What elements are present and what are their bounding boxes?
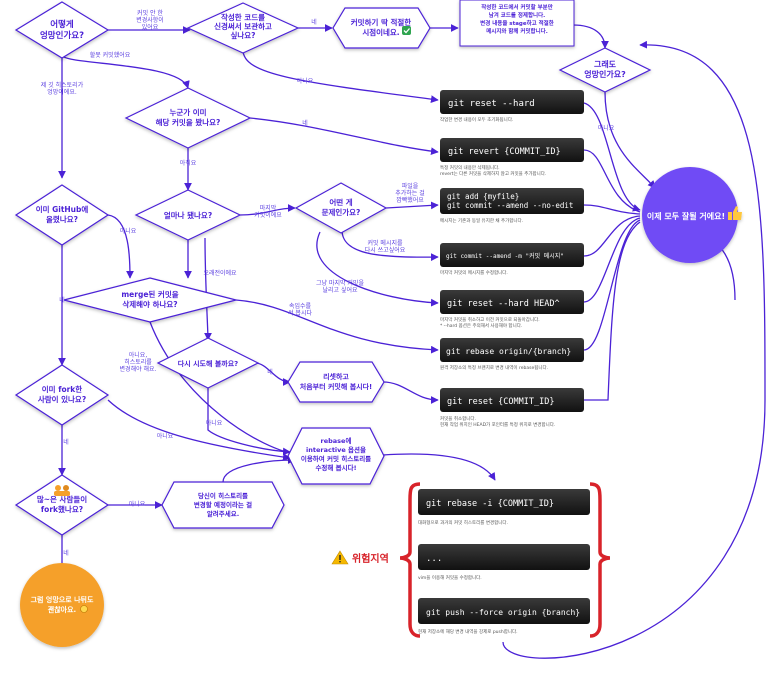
danger-zone: 위험지역 [331, 482, 611, 638]
warning-icon [331, 550, 349, 565]
command-add-amend: git add {myfile}git commit --amend --no-… [440, 188, 584, 224]
command-rebase-origin: git rebase origin/{branch} 원격 저장소의 특정 브랜… [440, 338, 584, 371]
svg-text:git reset {COMMIT_ID}: git reset {COMMIT_ID} [447, 397, 554, 407]
edge-label-save-no: 아니요 [297, 77, 314, 85]
edge-label-many-yes: 네 [63, 549, 69, 557]
svg-text:작업한 변경 내용이 모두 초기화됩니다.: 작업한 변경 내용이 모두 초기화됩니다. [440, 116, 513, 123]
edge-label-not-yet: 아직요 [180, 159, 197, 167]
svg-text:이제 모두 잘될 거에요!: 이제 모두 잘될 거에요! [647, 211, 725, 221]
edge-label-someone-yes: 네 [302, 119, 308, 127]
command-dots: ... vim을 이용해 커밋을 수정합니다. [418, 544, 590, 581]
svg-text:git add {myfile}git commit --a: git add {myfile}git commit --amend --no-… [447, 192, 573, 210]
command-reset-head: git reset --hard HEAD^ 마지막 커밋을 취소하고 이전 커… [440, 290, 584, 329]
command-reset-commit: git reset {COMMIT_ID} 커밋을 취소합니다.현재 작업 위치… [440, 388, 584, 428]
edge-label-github-yes: 네 [59, 296, 65, 304]
command-reset-hard: git reset --hard 작업한 변경 내용이 모두 초기화됩니다. [440, 90, 584, 123]
edge-label-no-github: 아니요 [120, 227, 137, 235]
endpoint-good-now: 이제 모두 잘될 거에요! [642, 167, 742, 263]
svg-text:메시지는 기존과 동일 유지한 채 추가합니다.: 메시지는 기존과 동일 유지한 채 추가합니다. [440, 217, 523, 224]
svg-text:다시 시도해 볼까요?: 다시 시도해 볼까요? [178, 359, 238, 368]
connectors [58, 24, 766, 659]
svg-text:위험지역: 위험지역 [352, 552, 389, 565]
decision-how-long: 얼마나 됐나요? [134, 189, 242, 241]
edge-label-still-no: 아니요 [598, 124, 615, 132]
svg-text:git reset --hard: git reset --hard [448, 99, 535, 109]
svg-text:...: ... [426, 554, 442, 564]
svg-text:얼마나 됐나요?: 얼마나 됐나요? [164, 210, 212, 220]
command-amend-msg: git commit --amend -m "커밋 메시지" 마지막 커밋의 메… [440, 243, 584, 276]
svg-text:git push --force origin {branc: git push --force origin {branch} [426, 608, 580, 617]
svg-text:원격 저장소의 특정 브랜치로 변경 내역이 rebase됩: 원격 저장소의 특정 브랜치로 변경 내역이 rebase됩니다. [440, 364, 548, 371]
svg-text:커밋을 취소합니다.현재 작업 위치인 HEAD가 포인터를: 커밋을 취소합니다.현재 작업 위치인 HEAD가 포인터를 특정 위치로 변경… [440, 415, 555, 428]
svg-text:git commit --amend -m "커밋 메시지": git commit --amend -m "커밋 메시지" [446, 252, 564, 260]
svg-text:git rebase -i {COMMIT_ID}: git rebase -i {COMMIT_ID} [426, 499, 554, 509]
edge-label-retry-no: 아니요 [206, 419, 223, 427]
command-rebase-i: git rebase -i {COMMIT_ID} 대화형으로 과거의 커밋 히… [418, 489, 590, 526]
check-icon [402, 26, 411, 35]
command-revert: git revert {COMMIT_ID} 특정 커밋의 내용만 삭제됩니다.… [440, 138, 584, 177]
smile-icon [80, 605, 88, 613]
edge-label-long-ago: 오래전이에요 [203, 269, 237, 277]
edge-label-retry-yes: 네 [267, 368, 273, 376]
thumbs-up-icon [728, 206, 742, 220]
people-icon [54, 485, 70, 496]
decision-retry: 다시 시도해 볼까요? [156, 337, 260, 389]
edge-label-fork-yes: 네 [63, 438, 69, 446]
command-push-force: git push --force origin {branch} 현재 저장소에… [418, 598, 590, 635]
svg-text:마지막 커밋을 취소하고 이전 커밋으로 되돌아갑니다.*: 마지막 커밋을 취소하고 이전 커밋으로 되돌아갑니다.* --hard 옵션은… [440, 316, 540, 329]
edge-label-many-no: 아니요 [129, 500, 146, 508]
svg-text:대화형으로 과거의 커밋 히스토리를 변경합니다.: 대화형으로 과거의 커밋 히스토리를 변경합니다. [418, 519, 508, 526]
edge-label-fork-no: 아니요 [157, 432, 174, 440]
svg-text:현재 저장소에 해당 변경 내역을 강제로 push합니다.: 현재 저장소에 해당 변경 내역을 강제로 push합니다. [418, 628, 518, 635]
svg-text:마지막 커밋의 메시지를 수정합니다.: 마지막 커밋의 메시지를 수정합니다. [440, 269, 508, 276]
svg-text:특정 커밋의 내용만 삭제됩니다.revert는 다른 커밋: 특정 커밋의 내용만 삭제됩니다.revert는 다른 커밋을 삭제하지 않고 … [440, 164, 546, 177]
svg-text:git reset --hard HEAD^: git reset --hard HEAD^ [447, 299, 560, 309]
svg-text:git rebase origin/{branch}: git rebase origin/{branch} [446, 347, 571, 356]
svg-text:vim을 이용해 커밋을 수정합니다.: vim을 이용해 커밋을 수정합니다. [418, 574, 482, 581]
svg-text:git revert {COMMIT_ID}: git revert {COMMIT_ID} [448, 147, 561, 157]
edge-label-already-committed: 할못 커밋했어요 [90, 51, 131, 59]
edge-label-save-yes: 네 [311, 18, 317, 26]
